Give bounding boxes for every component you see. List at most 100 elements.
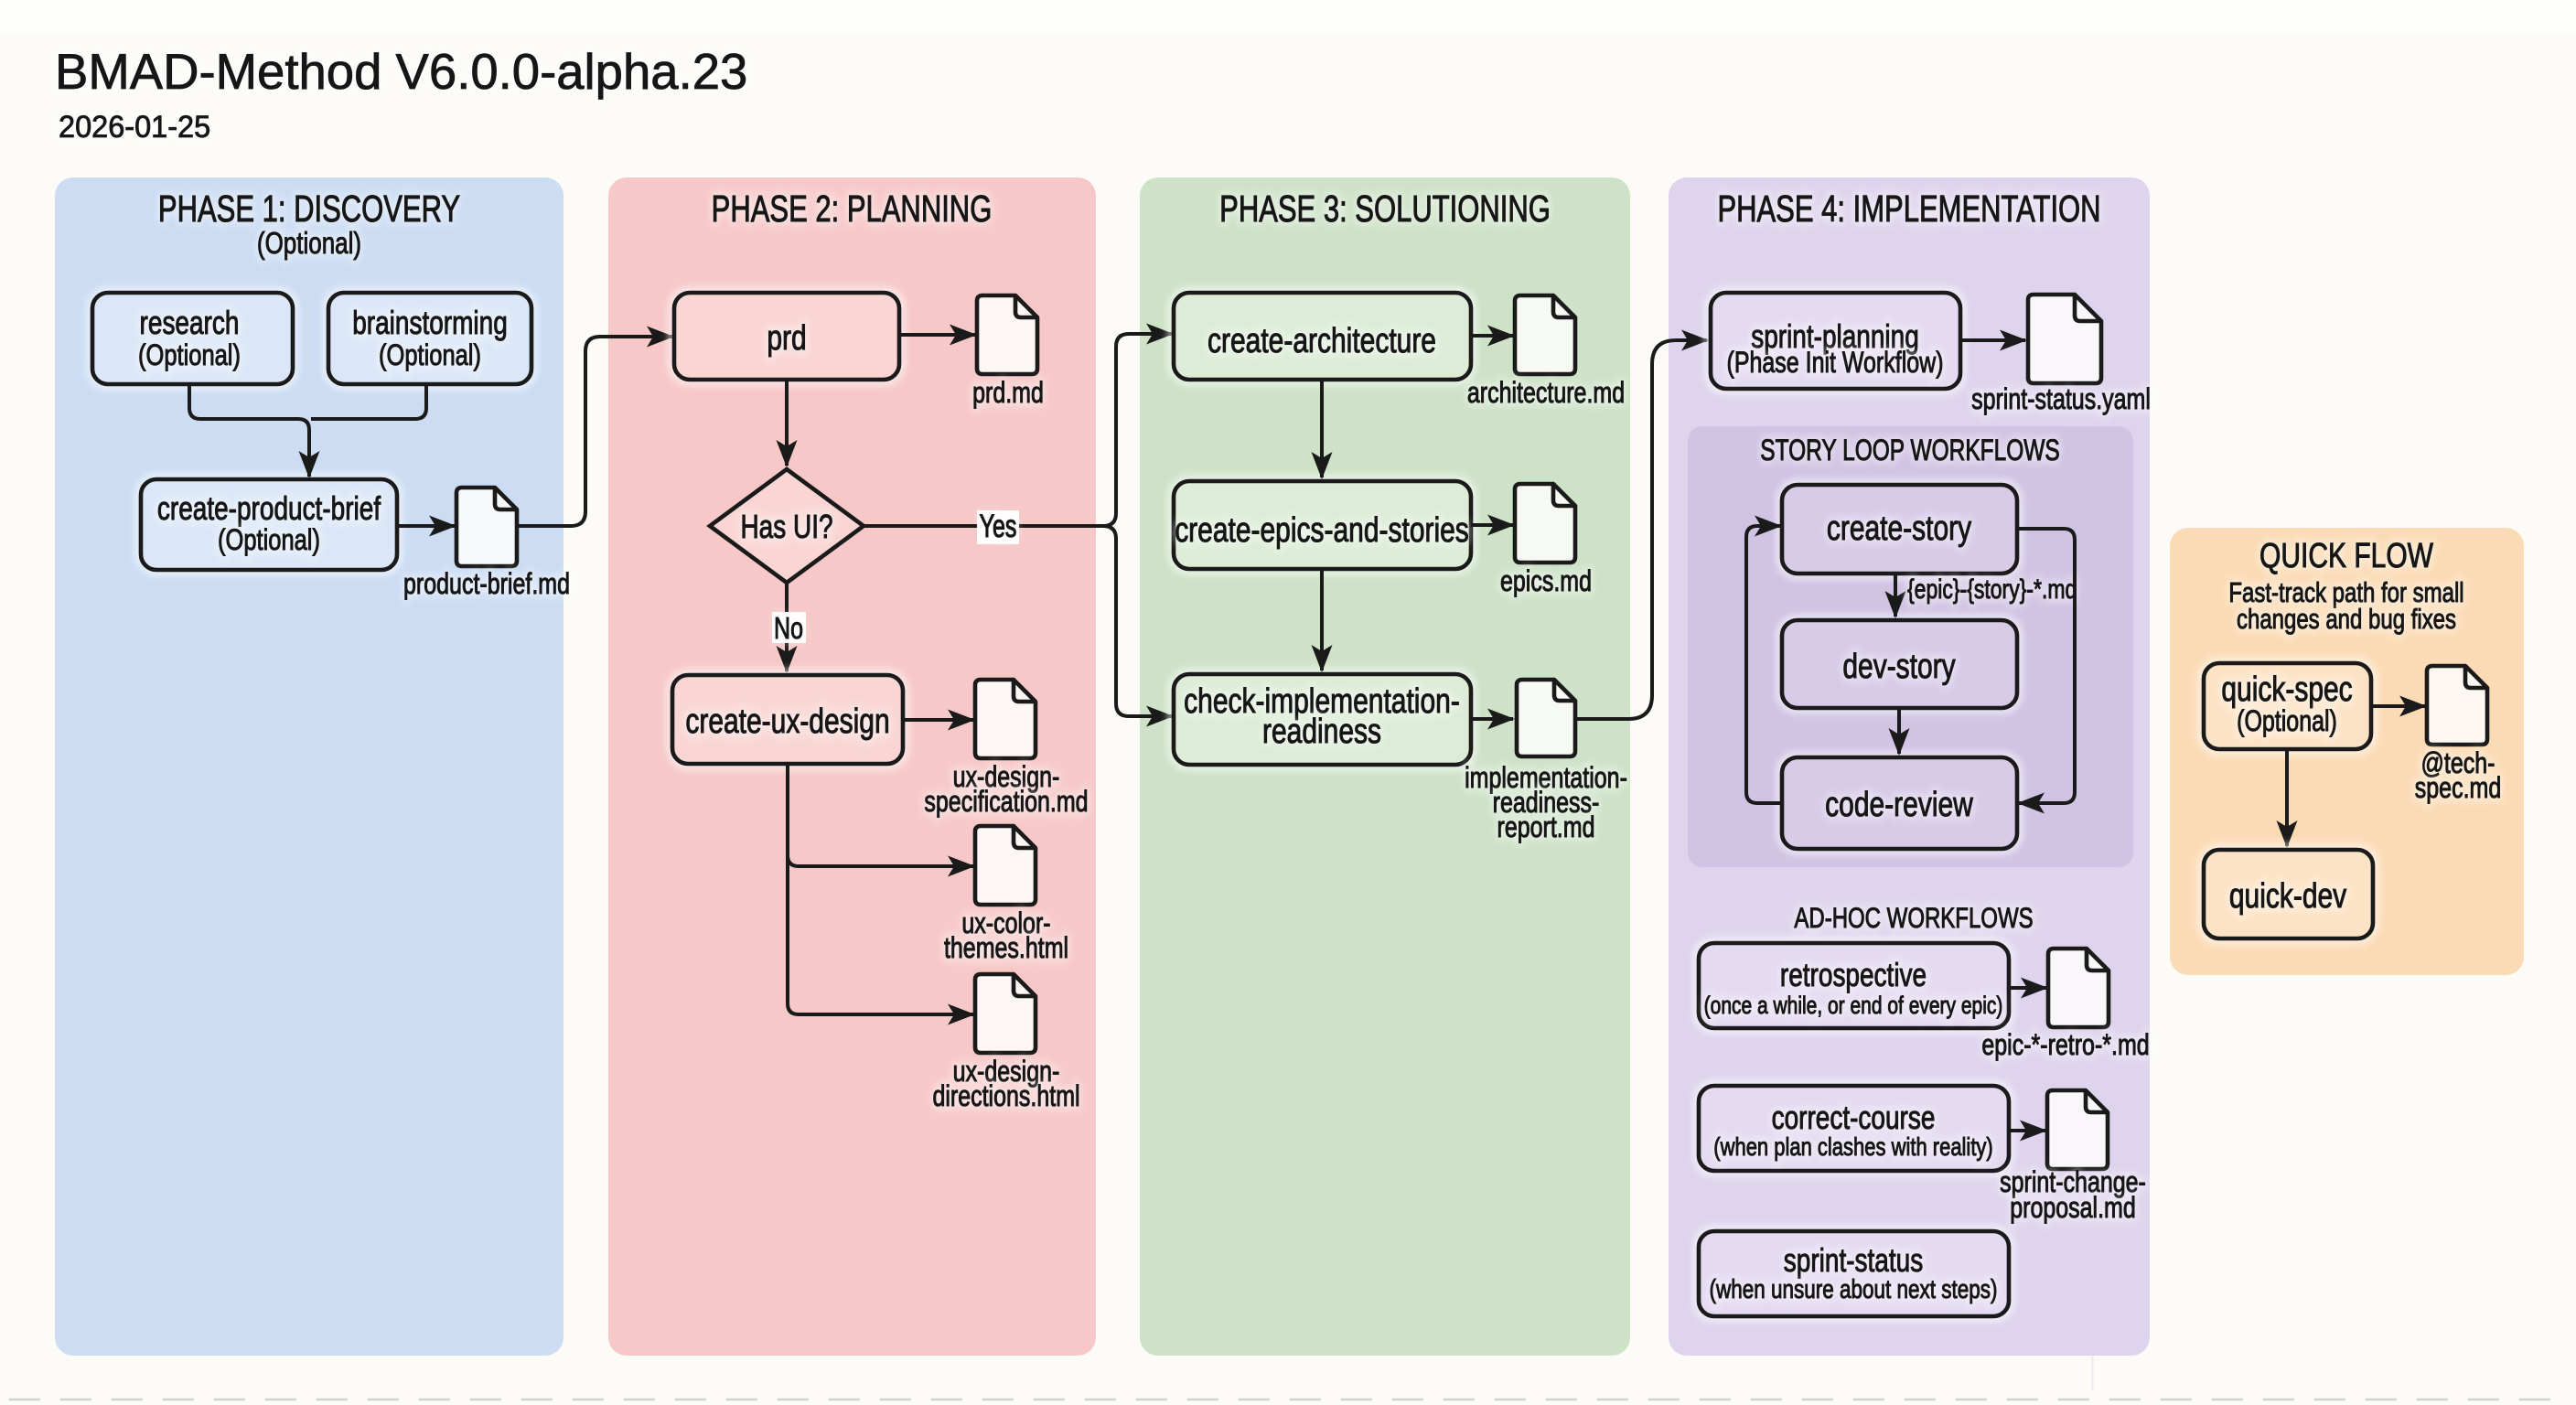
svg-text:create-story: create-story — [1827, 509, 1972, 548]
svg-text:create-epics-and-stories: create-epics-and-stories — [1175, 511, 1469, 550]
svg-text:correct-course: correct-course — [1772, 1099, 1936, 1136]
svg-text:research: research — [140, 305, 240, 341]
svg-text:Yes: Yes — [980, 509, 1017, 544]
svg-text:ux-design-: ux-design- — [953, 761, 1060, 794]
svg-text:(when plan clashes with realit: (when plan clashes with reality) — [1713, 1132, 1992, 1161]
svg-text:changes and bug fixes: changes and bug fixes — [2237, 603, 2456, 635]
svg-text:create-product-brief: create-product-brief — [157, 490, 381, 527]
svg-text:create-architecture: create-architecture — [1208, 322, 1436, 360]
svg-text:(Optional): (Optional) — [257, 227, 361, 261]
svg-text:@tech-: @tech- — [2421, 747, 2496, 780]
svg-text:retrospective: retrospective — [1780, 957, 1927, 993]
svg-text:ux-color-: ux-color- — [961, 907, 1050, 940]
svg-text:readiness-: readiness- — [1493, 787, 1600, 820]
svg-text:brainstorming: brainstorming — [352, 305, 508, 341]
svg-text:readiness: readiness — [1262, 713, 1381, 751]
svg-text:(Optional): (Optional) — [379, 338, 481, 372]
svg-text:(Optional): (Optional) — [218, 523, 320, 557]
svg-text:{epic}-{story}-*.md: {epic}-{story}-*.md — [1907, 574, 2077, 604]
svg-text:report.md: report.md — [1497, 811, 1595, 844]
svg-text:epics.md: epics.md — [1500, 565, 1592, 598]
svg-text:create-story: create-story — [1827, 509, 1972, 548]
svg-text:PHASE 1: DISCOVERY: PHASE 1: DISCOVERY — [158, 188, 460, 230]
svg-text:changes and bug fixes: changes and bug fixes — [2237, 603, 2456, 635]
svg-text:directions.html: directions.html — [932, 1080, 1079, 1113]
svg-text:BMAD-Method V6.0.0-alpha.23: BMAD-Method V6.0.0-alpha.23 — [55, 44, 747, 100]
svg-text:spec.md: spec.md — [2415, 772, 2501, 805]
svg-text:STORY LOOP WORKFLOWS: STORY LOOP WORKFLOWS — [1760, 434, 2059, 467]
svg-text:quick-dev: quick-dev — [2229, 877, 2347, 916]
svg-text:quick-spec: quick-spec — [2221, 670, 2352, 709]
svg-text:PHASE 4: IMPLEMENTATION: PHASE 4: IMPLEMENTATION — [1717, 188, 2100, 230]
svg-text:epic-*-retro-*.md: epic-*-retro-*.md — [1981, 1029, 2149, 1062]
svg-text:proposal.md: proposal.md — [2010, 1192, 2136, 1225]
svg-text:dev-story: dev-story — [1842, 648, 1956, 686]
svg-text:quick-dev: quick-dev — [2229, 877, 2347, 916]
svg-text:ux-design-: ux-design- — [953, 761, 1060, 794]
svg-text:sprint-status.yaml: sprint-status.yaml — [1971, 383, 2151, 416]
svg-text:quick-spec: quick-spec — [2221, 670, 2352, 709]
svg-text:ux-design-: ux-design- — [953, 1056, 1060, 1089]
svg-text:sprint-status.yaml: sprint-status.yaml — [1971, 383, 2151, 416]
svg-text:Has UI?: Has UI? — [740, 509, 832, 545]
svg-text:product-brief.md: product-brief.md — [403, 568, 570, 601]
svg-text:specification.md: specification.md — [924, 786, 1088, 819]
svg-text:check-implementation-: check-implementation- — [1184, 682, 1460, 721]
svg-text:Fast-track path for small: Fast-track path for small — [2228, 576, 2463, 608]
svg-text:2026-01-25: 2026-01-25 — [59, 110, 210, 145]
svg-text:sprint-change-: sprint-change- — [2000, 1166, 2146, 1199]
svg-text:create-epics-and-stories: create-epics-and-stories — [1175, 511, 1469, 550]
svg-text:Fast-track path for small: Fast-track path for small — [2228, 576, 2463, 608]
svg-text:PHASE 2: PLANNING: PHASE 2: PLANNING — [712, 188, 993, 230]
svg-text:specification.md: specification.md — [924, 786, 1088, 819]
svg-text:create-ux-design: create-ux-design — [685, 702, 889, 741]
svg-text:implementation-: implementation- — [1465, 762, 1627, 795]
svg-text:(Optional): (Optional) — [138, 338, 241, 372]
svg-text:architecture.md: architecture.md — [1467, 377, 1625, 410]
svg-text:BMAD-Method V6.0.0-alpha.23: BMAD-Method V6.0.0-alpha.23 — [55, 44, 747, 100]
svg-text:PHASE 2: PLANNING: PHASE 2: PLANNING — [712, 188, 993, 230]
svg-text:(Phase Init Workflow): (Phase Init Workflow) — [1726, 347, 1943, 380]
svg-text:sprint-status: sprint-status — [1784, 1242, 1923, 1279]
svg-text:(Optional): (Optional) — [257, 227, 361, 261]
svg-text:create-architecture: create-architecture — [1208, 322, 1436, 360]
svg-text:epic-*-retro-*.md: epic-*-retro-*.md — [1981, 1029, 2149, 1062]
svg-text:QUICK FLOW: QUICK FLOW — [2259, 537, 2433, 575]
svg-text:readiness: readiness — [1262, 713, 1381, 751]
svg-text:QUICK FLOW: QUICK FLOW — [2259, 537, 2433, 575]
svg-text:(when unsure about next steps): (when unsure about next steps) — [1709, 1275, 1997, 1303]
svg-text:@tech-: @tech- — [2421, 747, 2496, 780]
svg-text:correct-course: correct-course — [1772, 1099, 1936, 1136]
svg-text:No: No — [774, 611, 803, 646]
svg-text:retrospective: retrospective — [1780, 957, 1927, 993]
svg-text:sprint-status: sprint-status — [1784, 1242, 1923, 1279]
svg-text:PHASE 3: SOLUTIONING: PHASE 3: SOLUTIONING — [1219, 188, 1551, 230]
svg-text:directions.html: directions.html — [932, 1080, 1079, 1113]
svg-text:themes.html: themes.html — [944, 932, 1068, 965]
svg-text:PHASE 3: SOLUTIONING: PHASE 3: SOLUTIONING — [1219, 188, 1551, 230]
svg-text:ux-color-: ux-color- — [961, 907, 1050, 940]
svg-text:(Optional): (Optional) — [2237, 705, 2337, 738]
svg-text:spec.md: spec.md — [2415, 772, 2501, 805]
svg-text:PHASE 4: IMPLEMENTATION: PHASE 4: IMPLEMENTATION — [1717, 188, 2100, 230]
svg-text:(Optional): (Optional) — [379, 338, 481, 372]
svg-text:check-implementation-: check-implementation- — [1184, 682, 1460, 721]
svg-text:report.md: report.md — [1497, 811, 1595, 844]
svg-text:research: research — [140, 305, 240, 341]
svg-text:(when unsure about next steps): (when unsure about next steps) — [1709, 1275, 1997, 1303]
svg-text:create-product-brief: create-product-brief — [157, 490, 381, 527]
svg-text:architecture.md: architecture.md — [1467, 377, 1625, 410]
svg-text:sprint-change-: sprint-change- — [2000, 1166, 2146, 1199]
svg-text:{epic}-{story}-*.md: {epic}-{story}-*.md — [1907, 574, 2077, 604]
svg-text:No: No — [774, 611, 803, 646]
svg-text:prd: prd — [767, 319, 806, 358]
svg-text:2026-01-25: 2026-01-25 — [59, 110, 210, 145]
svg-text:AD-HOC WORKFLOWS: AD-HOC WORKFLOWS — [1794, 902, 2033, 934]
svg-text:prd.md: prd.md — [972, 377, 1044, 410]
svg-text:(Optional): (Optional) — [218, 523, 320, 557]
svg-text:(when plan clashes with realit: (when plan clashes with reality) — [1713, 1132, 1992, 1161]
svg-text:(once a while, or end of every: (once a while, or end of every epic) — [1704, 992, 2003, 1020]
svg-text:proposal.md: proposal.md — [2010, 1192, 2136, 1225]
svg-text:prd.md: prd.md — [972, 377, 1044, 410]
svg-text:Has UI?: Has UI? — [740, 509, 832, 545]
